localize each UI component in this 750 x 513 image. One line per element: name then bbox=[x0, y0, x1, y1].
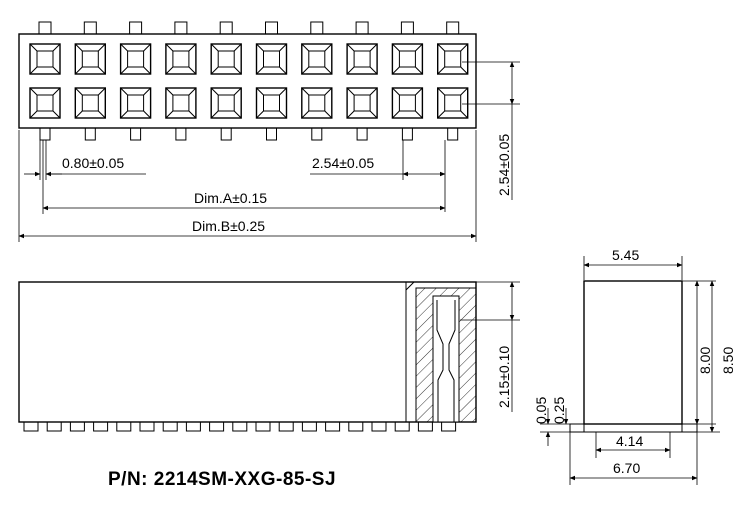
solder-foot bbox=[348, 421, 364, 432]
pin-tab bbox=[219, 21, 233, 35]
end-height-total-label: 8.50 bbox=[720, 347, 736, 374]
solder-foot bbox=[23, 421, 39, 432]
end-view-body bbox=[583, 280, 683, 425]
solder-foot bbox=[185, 421, 201, 432]
lead-width-dimension: 0.80±0.05 bbox=[24, 140, 146, 180]
contact-cell bbox=[437, 87, 469, 119]
pin-lead bbox=[175, 127, 187, 141]
end-height-inner-label: 8.00 bbox=[697, 347, 713, 374]
pin-lead bbox=[220, 127, 232, 141]
contact-cell bbox=[29, 43, 61, 75]
solder-foot bbox=[232, 421, 248, 432]
solder-foot bbox=[46, 421, 62, 432]
contact-cell bbox=[391, 43, 424, 75]
side-view: 2.15±0.10 bbox=[18, 281, 520, 432]
pin-lead bbox=[266, 127, 277, 141]
contact-cell bbox=[210, 87, 242, 119]
end-view: 5.45 8.00 8.50 0.05 0.25 4.14 6.70 bbox=[533, 247, 736, 485]
solder-foot bbox=[301, 421, 317, 432]
pin-lead bbox=[84, 127, 96, 141]
solder-foot bbox=[116, 421, 132, 432]
pin-lead bbox=[401, 127, 413, 141]
pin-tab bbox=[355, 21, 369, 35]
solder-foot bbox=[93, 421, 109, 432]
pin-lead bbox=[311, 127, 323, 141]
contact-cell bbox=[346, 87, 378, 119]
pin-tab bbox=[265, 21, 278, 35]
contact-spring bbox=[436, 300, 456, 422]
pin-lead bbox=[356, 127, 368, 141]
offset-label: 0.25 bbox=[551, 397, 567, 424]
solder-foot bbox=[441, 421, 457, 432]
solder-foot bbox=[417, 421, 433, 432]
solder-foot bbox=[162, 421, 178, 432]
side-view-body bbox=[18, 281, 477, 423]
solder-foot bbox=[394, 421, 410, 432]
pin-tab bbox=[174, 21, 188, 35]
contact-cell bbox=[74, 87, 107, 119]
solder-foot bbox=[255, 421, 271, 432]
contact-cell bbox=[437, 43, 469, 75]
foot-outer-label: 6.70 bbox=[613, 460, 640, 476]
top-view: 0.80±0.05 2.54±0.05 Dim.A±0.15 Dim.B±0.2… bbox=[18, 21, 520, 242]
pin-tab bbox=[400, 21, 414, 35]
dim-a-dimension: Dim.A±0.15 bbox=[42, 140, 446, 214]
row-pitch-dimension: 2.54±0.05 bbox=[462, 61, 520, 200]
pin-tab bbox=[38, 21, 52, 35]
part-number: P/N: 2214SM-XXG-85-SJ bbox=[108, 469, 336, 490]
offset-small-label: 0.05 bbox=[533, 397, 549, 424]
top-pin-tabs bbox=[38, 21, 460, 35]
solder-foot bbox=[325, 421, 341, 432]
bottom-pin-leads bbox=[39, 127, 459, 141]
solder-foot bbox=[371, 421, 387, 432]
contact-cell bbox=[210, 43, 242, 75]
contact-cell bbox=[301, 87, 333, 119]
top-contact-cells bbox=[29, 43, 469, 119]
contact-cell bbox=[119, 43, 152, 75]
pin-lead bbox=[130, 127, 142, 141]
solder-foot bbox=[209, 421, 225, 432]
pin-tab bbox=[446, 21, 460, 35]
dim-b-dimension: Dim.B±0.25 bbox=[18, 130, 477, 242]
pitch-dimension: 2.54±0.05 bbox=[310, 140, 446, 212]
contact-cell bbox=[165, 43, 197, 75]
contact-cell bbox=[119, 87, 152, 119]
contact-cell bbox=[255, 43, 288, 75]
dim-a-label: Dim.A±0.15 bbox=[194, 190, 267, 206]
row-pitch-label: 2.54±0.05 bbox=[496, 134, 512, 196]
side-solder-feet bbox=[23, 421, 457, 432]
contact-cell bbox=[74, 43, 107, 75]
solder-foot bbox=[69, 421, 85, 432]
dim-b-label: Dim.B±0.25 bbox=[192, 218, 265, 234]
pitch-label: 2.54±0.05 bbox=[312, 155, 374, 171]
pin-tab bbox=[83, 21, 97, 35]
contact-cell bbox=[29, 87, 61, 119]
pin-lead bbox=[39, 127, 51, 141]
contact-cell bbox=[301, 43, 333, 75]
solder-foot bbox=[139, 421, 155, 432]
end-width-label: 5.45 bbox=[612, 247, 639, 263]
height-label: 2.15±0.10 bbox=[496, 346, 512, 408]
end-view-feet bbox=[569, 423, 698, 433]
foot-inner-label: 4.14 bbox=[616, 433, 643, 449]
contact-cell bbox=[346, 43, 378, 75]
contact-cell bbox=[255, 87, 288, 119]
contact-cell bbox=[165, 87, 197, 119]
pin-tab bbox=[310, 21, 324, 35]
solder-foot bbox=[278, 421, 294, 432]
pin-tab bbox=[129, 21, 143, 35]
contact-cell bbox=[391, 87, 424, 119]
lead-width-label: 0.80±0.05 bbox=[62, 155, 124, 171]
pin-lead bbox=[447, 127, 459, 141]
top-view-body bbox=[18, 33, 477, 129]
height-dimension: 2.15±0.10 bbox=[460, 281, 520, 412]
